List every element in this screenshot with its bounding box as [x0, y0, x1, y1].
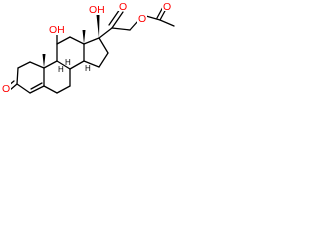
atom-label-h-c8: H [65, 58, 71, 67]
bond-c4-c5-double [30, 82, 43, 90]
bond-c12-c13 [69, 36, 85, 45]
bond-c20-o [111, 11, 124, 29]
label-layer: O OH OH O O O [1, 0, 172, 95]
atom-label-o-c20: O [119, 1, 127, 13]
atom-label-o-c3: O [2, 83, 10, 95]
bond-acyl-methyl [159, 19, 175, 27]
bond-c3-o [9, 83, 18, 91]
atom-label-h-c9: H [58, 65, 64, 74]
bond-c13-c17 [83, 37, 100, 45]
bond-c20-c21 [111, 27, 131, 31]
bond-c17-c20 [98, 27, 113, 39]
atom-label-o-acetyl: O [163, 1, 171, 13]
bond-c17-oh-wedge [96, 15, 100, 38]
bond-c3-c4 [16, 83, 31, 94]
label-mask-ester-o [137, 12, 147, 24]
bond-c21-o [129, 20, 139, 31]
bond-layer [7, 6, 175, 94]
bond-c8-c9 [56, 60, 71, 70]
bond-c15-c14 [83, 60, 100, 68]
label-mask-c20-o [118, 0, 128, 11]
bond-c14-c8 [69, 60, 85, 70]
label-mask-acetyl-o [162, 0, 172, 11]
label-mask-c17-oh [88, 3, 106, 15]
bond-o-acyl [145, 15, 161, 21]
bond-c2-c3 [16, 67, 19, 85]
bond-c9-c10 [43, 60, 58, 69]
bond-c10-methyl-wedge [42, 54, 46, 68]
label-mask-c3-o [1, 82, 11, 94]
bond-c16-c15 [98, 52, 109, 68]
bond-c17-c16 [98, 37, 109, 54]
atom-label-oh-c17: OH [89, 4, 105, 16]
bond-c10-c1 [29, 61, 45, 69]
atom-label-o-ester: O [138, 13, 146, 25]
bond-c13-methyl-wedge [82, 30, 86, 44]
hydrogen-layer: H H H [58, 58, 91, 74]
bond-c4-c5 [29, 85, 45, 94]
bond-c20-o-double [108, 8, 121, 26]
bond-c5-c6 [43, 85, 58, 94]
bond-c11-c12 [56, 36, 71, 45]
bond-c1-c2 [17, 61, 31, 69]
atom-label-oh-c11: OH [49, 24, 65, 36]
chemical-structure: H H H O OH OH O O O [1, 0, 175, 95]
atom-label-h-c14: H [85, 64, 91, 73]
bond-c6-c7 [56, 85, 71, 94]
label-mask-c11-oh [48, 23, 66, 35]
